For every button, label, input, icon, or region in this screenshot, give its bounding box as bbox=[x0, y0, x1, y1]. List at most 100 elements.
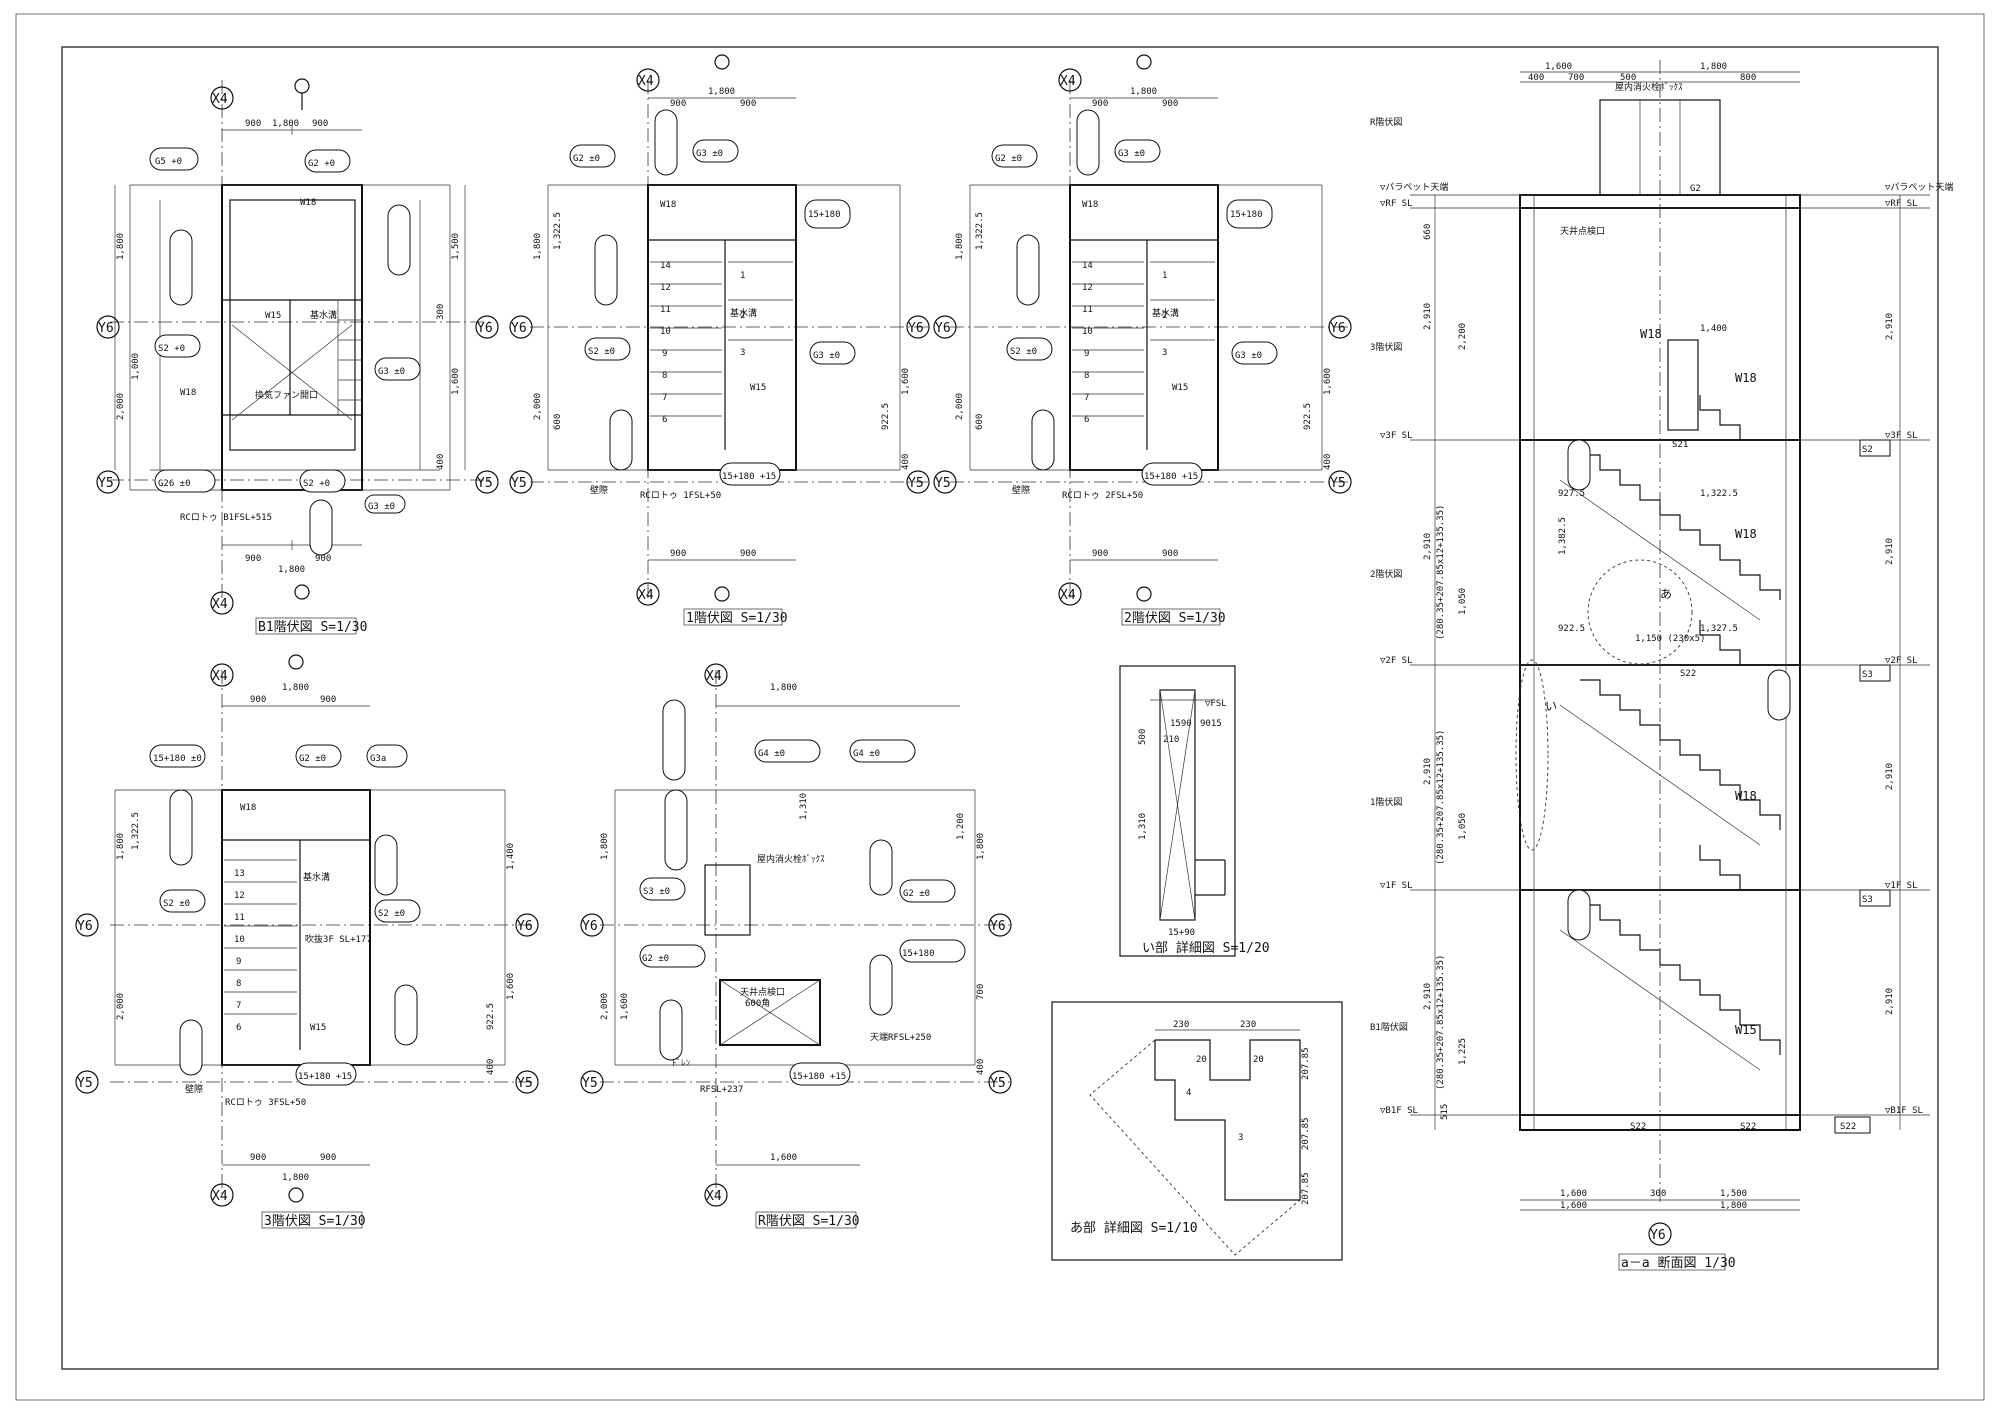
detail-a: 230 230 20 20 207.85 207.85 207.85 4 3 あ… bbox=[1051, 1001, 1343, 1261]
dim-900b: 900 bbox=[740, 99, 756, 109]
dim-bot-1600a: 1,600 bbox=[1560, 1189, 1587, 1199]
dim-1800: 1,800 bbox=[272, 119, 299, 129]
axis-y6-bottom: Y6 bbox=[1650, 1228, 1666, 1243]
svg-text:15+180 +15: 15+180 +15 bbox=[298, 1072, 352, 1082]
axis-y6-left: Y6 bbox=[582, 919, 598, 934]
svg-text:天井点検口: 天井点検口 bbox=[740, 986, 785, 998]
svg-text:S22: S22 bbox=[1840, 1122, 1856, 1132]
dim-900d: 900 bbox=[315, 554, 331, 564]
dim-207-85c: 207.85 bbox=[1301, 1172, 1311, 1205]
dim-bot-1600b: 1,600 bbox=[1560, 1201, 1587, 1211]
dim-1600v: 1,600 bbox=[901, 368, 911, 395]
svg-text:6: 6 bbox=[662, 415, 667, 425]
svg-text:天端RFSL+250: 天端RFSL+250 bbox=[870, 1031, 931, 1043]
ref-b1-plan: B1階伏図 bbox=[1370, 1021, 1408, 1033]
dim-900d: 900 bbox=[1162, 549, 1178, 559]
svg-text:換気ファン開口: 換気ファン開口 bbox=[255, 389, 318, 401]
svg-text:S2: S2 bbox=[1862, 445, 1873, 455]
ref-3f-plan: 3階伏図 bbox=[1370, 341, 1402, 353]
level-1f-right: ▽1F SL bbox=[1885, 881, 1918, 891]
dim-515: 515 bbox=[1440, 1104, 1450, 1120]
svg-text:G2 ±0: G2 ±0 bbox=[903, 889, 930, 899]
axis-y6-right: Y6 bbox=[908, 321, 924, 336]
dim-1000v: 1,000 bbox=[131, 353, 141, 380]
svg-text:G4 ±0: G4 ±0 bbox=[853, 749, 880, 759]
dim-1600v: 1,600 bbox=[506, 973, 516, 1000]
axis-y6-right: Y6 bbox=[1330, 321, 1346, 336]
section-right-dims: 2,910 2,910 2,910 2,910 bbox=[1885, 313, 1895, 1015]
svg-text:10: 10 bbox=[234, 935, 245, 945]
svg-text:ﾄﾞﾚﾝ: ﾄﾞﾚﾝ bbox=[672, 1058, 691, 1069]
svg-text:G2 ±0: G2 ±0 bbox=[995, 154, 1022, 164]
dim-1800v: 1,800 bbox=[955, 233, 965, 260]
level-b1f-left: ▽B1F SL bbox=[1380, 1106, 1418, 1116]
note-ceiling-hatch: 天井点検口 bbox=[1560, 225, 1605, 237]
level-2f-left: ▽2F SL bbox=[1380, 656, 1413, 666]
dim-600v: 600 bbox=[975, 414, 985, 430]
dim-207-85a: 207.85 bbox=[1301, 1047, 1311, 1080]
dim-400v: 400 bbox=[436, 454, 446, 470]
dim-1800: 1,800 bbox=[282, 683, 309, 693]
axis-y5-left: Y5 bbox=[511, 476, 527, 491]
svg-text:9: 9 bbox=[662, 349, 667, 359]
svg-text:1: 1 bbox=[740, 271, 745, 281]
dim-r2910c: 2,910 bbox=[1885, 763, 1895, 790]
axis-y6-left: Y6 bbox=[935, 321, 951, 336]
axis-y6-left: Y6 bbox=[511, 321, 527, 336]
axis-y6-right: Y6 bbox=[517, 919, 533, 934]
dim-1322v: 1,322.5 bbox=[553, 212, 563, 250]
svg-text:8: 8 bbox=[662, 371, 667, 381]
dim-2000v: 2,000 bbox=[600, 993, 610, 1020]
svg-text:G3 ±0: G3 ±0 bbox=[696, 149, 723, 159]
dim-1800b: 1,800 bbox=[278, 565, 305, 575]
svg-text:2: 2 bbox=[740, 311, 745, 321]
axis-y5-left: Y5 bbox=[582, 1076, 598, 1091]
dim-bot-1800: 1,800 bbox=[1720, 1201, 1747, 1211]
svg-text:600角: 600角 bbox=[745, 997, 770, 1009]
svg-text:15+180 +15: 15+180 +15 bbox=[1144, 472, 1198, 482]
svg-text:G5 +0: G5 +0 bbox=[155, 157, 182, 167]
svg-text:G2: G2 bbox=[1690, 184, 1701, 194]
svg-text:屋内消火栓ﾎﾞｯｸｽ: 屋内消火栓ﾎﾞｯｸｽ bbox=[757, 853, 825, 865]
svg-text:15+180: 15+180 bbox=[902, 949, 935, 959]
dim-1600v: 1,600 bbox=[1323, 368, 1333, 395]
dim-1050b: 1,050 bbox=[1458, 813, 1468, 840]
svg-text:8: 8 bbox=[236, 979, 241, 989]
svg-text:S2 ±0: S2 ±0 bbox=[378, 909, 405, 919]
dim-1225: 1,225 bbox=[1458, 1038, 1468, 1065]
svg-text:14: 14 bbox=[1082, 261, 1093, 271]
dim-top-1800: 1,800 bbox=[1700, 62, 1727, 72]
wall-mark-w18c: W18 bbox=[1735, 527, 1757, 541]
formula-b: (280.35+207.85x12+135.35) bbox=[1436, 730, 1446, 865]
svg-text:13: 13 bbox=[234, 869, 245, 879]
level-rf-left: ▽RF SL bbox=[1380, 199, 1413, 209]
num-3: 3 bbox=[1238, 1133, 1243, 1143]
svg-text:W15: W15 bbox=[750, 383, 766, 393]
svg-text:S3: S3 bbox=[1862, 895, 1873, 905]
plan-title: R階伏図 S=1/30 bbox=[758, 1214, 860, 1229]
svg-text:基水溝: 基水溝 bbox=[310, 309, 337, 321]
dim-1322v: 1,322.5 bbox=[131, 812, 141, 850]
dim-1322v: 1,322.5 bbox=[975, 212, 985, 250]
svg-text:S2 +0: S2 +0 bbox=[303, 479, 330, 489]
svg-text:15+180 +15: 15+180 +15 bbox=[792, 1072, 846, 1082]
dim-2000v: 2,000 bbox=[533, 393, 543, 420]
svg-text:G2 ±0: G2 ±0 bbox=[642, 954, 669, 964]
svg-text:6: 6 bbox=[236, 1023, 241, 1033]
dim-400v: 400 bbox=[901, 454, 911, 470]
svg-text:W18: W18 bbox=[300, 198, 316, 208]
svg-text:S2 +0: S2 +0 bbox=[158, 344, 185, 354]
dim-1600: 1,600 bbox=[770, 1153, 797, 1163]
plan-1f-dims: 1,800 900 900 900 900 1,800 2,000 1,322.… bbox=[533, 87, 911, 559]
dim-900: 900 bbox=[245, 119, 261, 129]
wall-mark-w18d: W18 bbox=[1735, 789, 1757, 803]
axis-y5-left: Y5 bbox=[77, 1076, 93, 1091]
svg-text:G2 ±0: G2 ±0 bbox=[573, 154, 600, 164]
svg-text:G2 ±0: G2 ±0 bbox=[299, 754, 326, 764]
dim-660: 660 bbox=[1423, 224, 1433, 240]
svg-text:壁際: 壁際 bbox=[590, 484, 608, 496]
axis-y6-left: Y6 bbox=[98, 321, 114, 336]
svg-text:14: 14 bbox=[660, 261, 671, 271]
dim-r2910b: 2,910 bbox=[1885, 538, 1895, 565]
